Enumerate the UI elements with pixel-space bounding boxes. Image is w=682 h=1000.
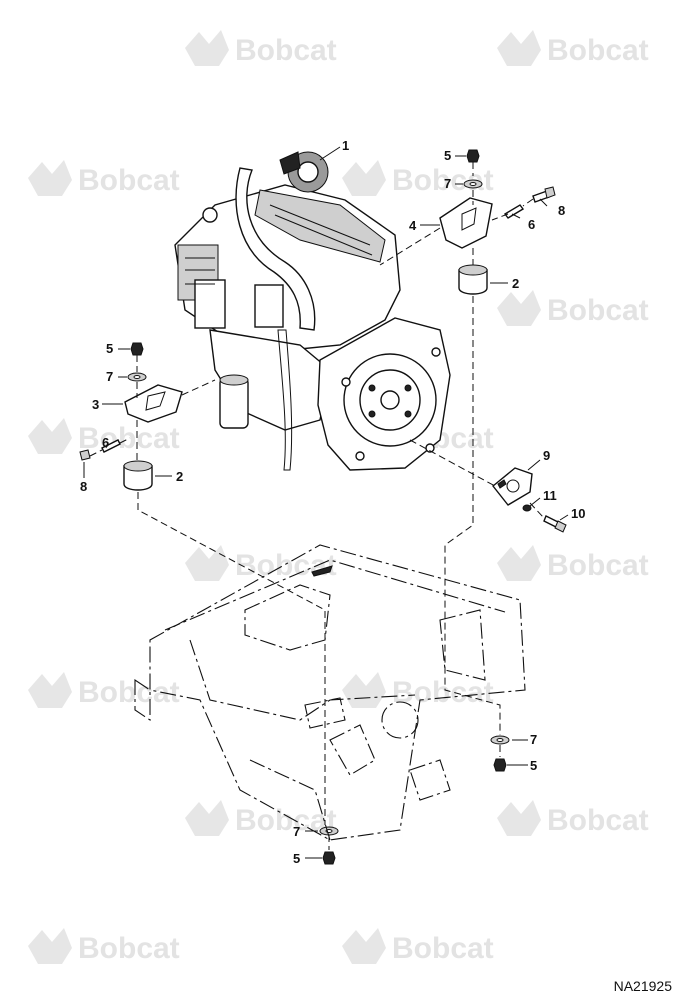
watermark: Bobcat <box>497 545 649 582</box>
bobcat-logo-icon <box>28 418 72 454</box>
watermark-text: Bobcat <box>547 34 649 67</box>
callout-3: 3 <box>92 397 99 412</box>
callout-5-upper-right: 5 <box>444 148 451 163</box>
watermark: Bobcat <box>342 160 494 197</box>
watermark-text: Bobcat <box>392 676 494 709</box>
watermark: Bobcat <box>185 800 337 837</box>
callout-7-lower-right: 7 <box>530 732 537 747</box>
bobcat-logo-icon <box>497 545 541 581</box>
stud-left <box>101 439 121 453</box>
watermark-text: Bobcat <box>547 549 649 582</box>
watermark-text: Bobcat <box>547 294 649 327</box>
callout-6-left: 6 <box>102 435 109 450</box>
callout-7-upper-right: 7 <box>444 176 451 191</box>
callout-10: 10 <box>571 506 585 521</box>
callout-6-right: 6 <box>528 217 535 232</box>
bobcat-logo-icon <box>342 672 386 708</box>
bobcat-logo-icon <box>28 160 72 196</box>
bobcat-logo-icon <box>497 800 541 836</box>
watermark: Bobcat <box>185 545 337 582</box>
watermark: Bobcat <box>497 30 649 67</box>
watermark: Bobcat <box>28 160 180 197</box>
nut-left <box>130 342 144 356</box>
mount-bracket-right <box>439 197 493 249</box>
watermark: Bobcat <box>342 672 494 709</box>
watermark-text: Bobcat <box>392 932 494 965</box>
callout-8-left: 8 <box>80 479 87 494</box>
bobcat-logo-icon <box>342 928 386 964</box>
callout-2-right: 2 <box>512 276 519 291</box>
adapter-plate <box>492 467 533 506</box>
stud-right <box>503 204 525 219</box>
callout-5-lower-middle: 5 <box>293 851 300 866</box>
nut-upper-right <box>466 149 480 163</box>
chassis-frame-phantom <box>134 544 526 841</box>
watermark-text: Bobcat <box>547 804 649 837</box>
callout-2-left: 2 <box>176 469 183 484</box>
callout-9: 9 <box>543 448 550 463</box>
bobcat-logo-icon <box>185 800 229 836</box>
bobcat-logo-icon <box>28 928 72 964</box>
mount-bracket-left <box>124 384 183 423</box>
watermark-text: Bobcat <box>78 164 180 197</box>
bobcat-logo-icon <box>185 30 229 66</box>
nut-lower-middle <box>322 851 336 865</box>
bolt-left <box>79 449 91 461</box>
callout-8-right: 8 <box>558 203 565 218</box>
callout-labels: 1 2 2 3 4 5 5 5 5 6 6 7 7 7 7 8 8 9 10 1… <box>80 138 585 866</box>
watermark: Bobcat <box>497 290 649 327</box>
bobcat-logo-icon <box>497 290 541 326</box>
bobcat-logo-icon <box>342 160 386 196</box>
watermark-text: Bobcat <box>235 34 337 67</box>
leader-lines <box>83 146 569 859</box>
watermark-text: Bobcat <box>235 549 337 582</box>
watermark-layer: Bobcat Bobcat Bobcat Bobcat Bobcat Bobca… <box>28 30 649 965</box>
watermark: Bobcat <box>497 800 649 837</box>
bobcat-logo-icon <box>185 545 229 581</box>
watermark: Bobcat <box>342 928 494 965</box>
washer-left <box>127 372 147 382</box>
watermark: Bobcat <box>185 30 337 67</box>
watermark: Bobcat <box>28 672 180 709</box>
assembly-lines <box>89 162 545 850</box>
washer-plate <box>522 504 532 512</box>
bobcat-logo-icon <box>28 672 72 708</box>
figure-reference-code: NA21925 <box>613 978 672 994</box>
callout-11: 11 <box>543 488 557 503</box>
washer-lower-right <box>490 735 510 745</box>
bolt-right <box>532 186 556 203</box>
bobcat-logo-icon <box>497 30 541 66</box>
isolator-mount-right <box>458 264 488 295</box>
engine-assembly <box>174 151 451 471</box>
bolt-plate <box>543 515 567 533</box>
watermark-text: Bobcat <box>78 932 180 965</box>
callout-4: 4 <box>409 218 417 233</box>
watermark: Bobcat <box>28 418 180 455</box>
callout-1: 1 <box>342 138 349 153</box>
callout-5-left: 5 <box>106 341 113 356</box>
nut-lower-right <box>493 758 507 772</box>
watermark-text: Bobcat <box>78 422 180 455</box>
washer-lower-middle <box>319 826 339 836</box>
callout-7-left: 7 <box>106 369 113 384</box>
isolator-mount-left <box>123 460 153 491</box>
callout-5-lower-right: 5 <box>530 758 537 773</box>
washer-upper-right <box>463 179 483 189</box>
callout-7-lower-middle: 7 <box>293 824 300 839</box>
watermark: Bobcat <box>28 928 180 965</box>
